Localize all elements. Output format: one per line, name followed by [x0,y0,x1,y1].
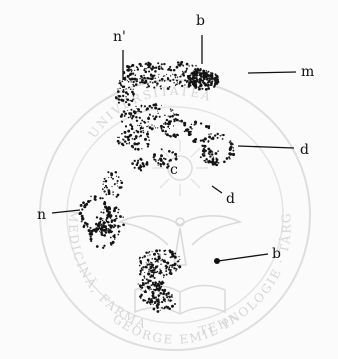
seal-sun-icon [152,140,208,196]
pointer-dot-b-lower [214,258,220,264]
label-b-top: b [196,13,205,29]
leader-lines [51,35,297,262]
seal-inner-ring [66,106,284,324]
label-m: m [301,64,314,80]
seal-eagle-icon [117,215,243,266]
label-d-right: d [300,142,309,158]
stippled-specimen-drawing [78,60,236,313]
label-n-prime: n' [113,29,126,45]
leader-line-d-center [211,185,223,194]
seal-outer-ring [39,79,311,351]
leader-line-b-lower [217,253,269,262]
leader-line-n-left [51,209,81,214]
label-c: c [170,162,178,178]
leader-line-d-right [237,145,295,149]
label-b-lower: b [272,246,281,262]
seal-text-left: MEDICINĂ, FARMACIE [0,0,149,332]
label-d-center: d [226,191,235,207]
label-n-left: n [37,207,46,223]
leader-line-m [247,71,297,74]
seal-text-bottom: GEORGE EMIL PALADE [0,0,241,347]
seal-book-icon [134,284,226,315]
